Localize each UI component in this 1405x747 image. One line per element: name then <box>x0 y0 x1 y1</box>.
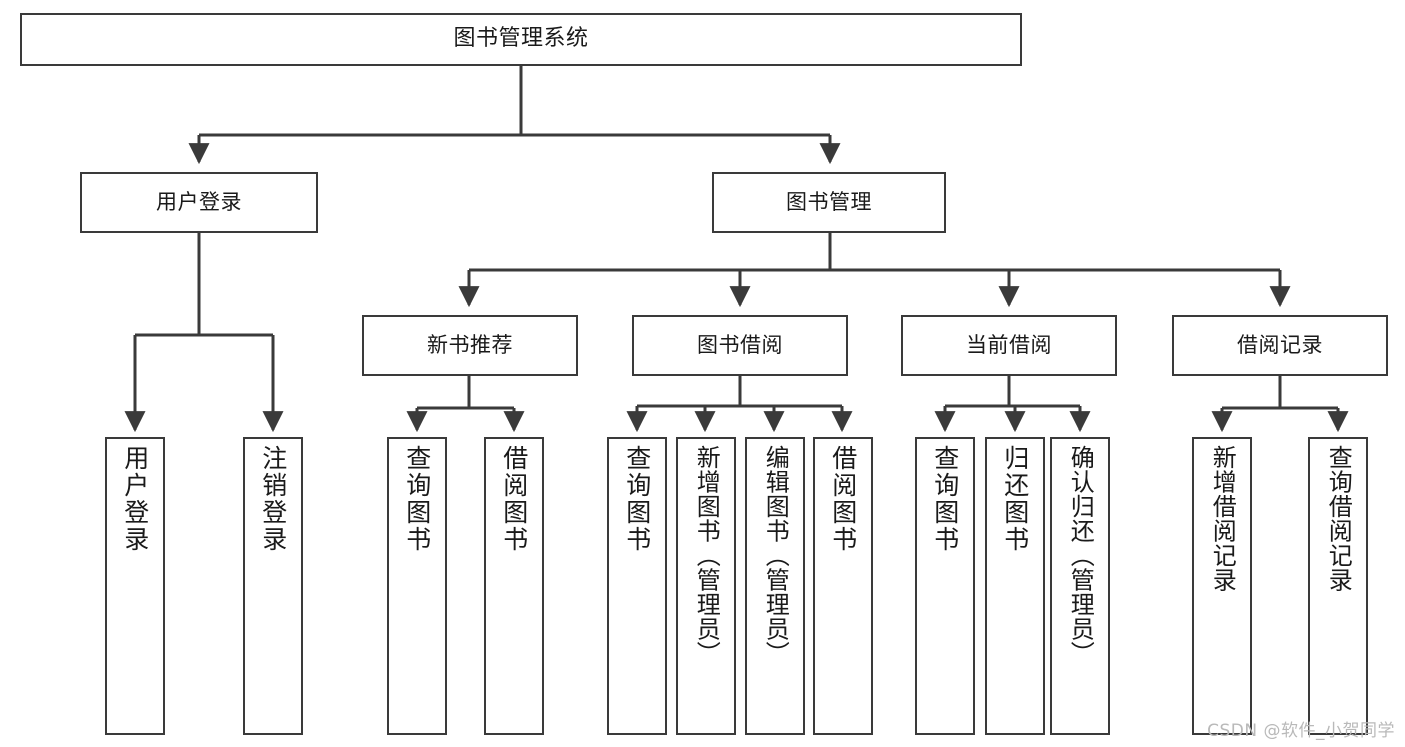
node-label: 借阅图书 <box>828 445 858 553</box>
node-label: 编辑图书（管理员） <box>761 445 790 666</box>
leaf-current-return-book[interactable]: 归还图书 <box>985 437 1045 735</box>
leaf-recommend-query-book[interactable]: 查询图书 <box>387 437 447 735</box>
node-current-borrow[interactable]: 当前借阅 <box>901 315 1117 376</box>
leaf-records-query-record[interactable]: 查询借阅记录 <box>1308 437 1368 735</box>
leaf-current-query-book[interactable]: 查询图书 <box>915 437 975 735</box>
node-label: 查询图书 <box>930 445 960 553</box>
node-label: 用户登录 <box>156 190 242 215</box>
leaf-borrow-edit-book-admin[interactable]: 编辑图书（管理员） <box>745 437 805 735</box>
node-label: 查询图书 <box>622 445 652 553</box>
leaf-current-confirm-return-admin[interactable]: 确认归还（管理员） <box>1050 437 1110 735</box>
node-label: 图书管理 <box>786 190 872 215</box>
node-label: 新增图书（管理员） <box>692 445 721 666</box>
node-label: 新书推荐 <box>427 333 513 358</box>
leaf-borrow-add-book-admin[interactable]: 新增图书（管理员） <box>676 437 736 735</box>
node-label: 归还图书 <box>1000 445 1030 553</box>
node-label: 图书管理系统 <box>453 26 589 52</box>
leaf-user-login-login[interactable]: 用户登录 <box>105 437 165 735</box>
leaf-recommend-borrow-book[interactable]: 借阅图书 <box>484 437 544 735</box>
node-root-system[interactable]: 图书管理系统 <box>20 13 1022 66</box>
leaf-borrow-query-book[interactable]: 查询图书 <box>607 437 667 735</box>
node-label: 注销登录 <box>258 445 288 553</box>
node-label: 图书借阅 <box>697 333 783 358</box>
node-label: 新增借阅记录 <box>1208 445 1237 592</box>
node-book-borrow[interactable]: 图书借阅 <box>632 315 848 376</box>
node-borrow-records[interactable]: 借阅记录 <box>1172 315 1388 376</box>
leaf-borrow-borrow-book[interactable]: 借阅图书 <box>813 437 873 735</box>
node-label: 查询借阅记录 <box>1324 445 1353 592</box>
node-book-management[interactable]: 图书管理 <box>712 172 946 233</box>
node-user-login[interactable]: 用户登录 <box>80 172 318 233</box>
node-new-book-recommend[interactable]: 新书推荐 <box>362 315 578 376</box>
node-label: 当前借阅 <box>966 333 1052 358</box>
node-label: 借阅图书 <box>499 445 529 553</box>
node-label: 借阅记录 <box>1237 333 1323 358</box>
watermark-text: CSDN @软件_小贺同学 <box>1207 721 1395 741</box>
node-label: 查询图书 <box>402 445 432 553</box>
node-label: 用户登录 <box>120 445 150 553</box>
leaf-records-add-record[interactable]: 新增借阅记录 <box>1192 437 1252 735</box>
leaf-user-login-logout[interactable]: 注销登录 <box>243 437 303 735</box>
node-label: 确认归还（管理员） <box>1066 445 1095 666</box>
